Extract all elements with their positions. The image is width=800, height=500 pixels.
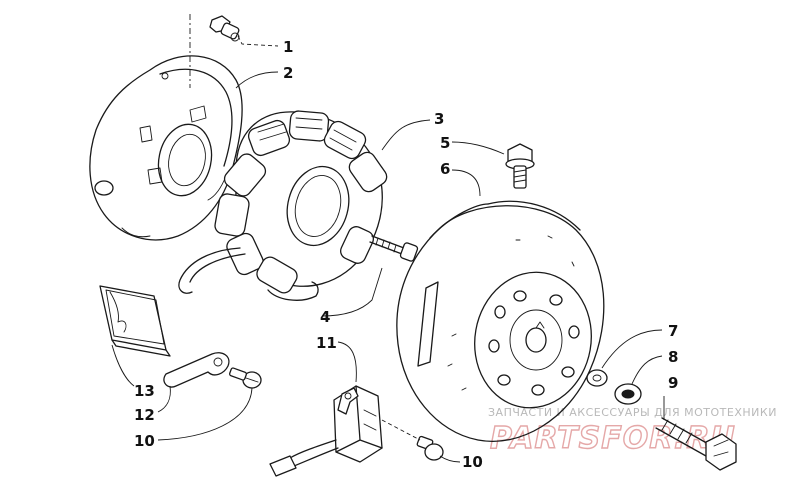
watermark-subtitle: ЗАПЧАСТИ И АКСЕССУАРЫ ДЛЯ МОТОТЕХНИКИ <box>488 406 777 419</box>
part-13-gasket <box>99 285 171 357</box>
watermark-logo: PARTSFOR.RU <box>490 421 736 456</box>
callout-9: 9 <box>668 374 678 392</box>
part-7-washer <box>586 369 608 387</box>
part-2-cover <box>89 55 243 241</box>
part-9-bolt <box>655 417 737 471</box>
callout-6: 6 <box>440 160 450 178</box>
callout-12: 12 <box>134 406 155 424</box>
callout-4: 4 <box>320 308 330 326</box>
callout-2: 2 <box>283 64 293 82</box>
part-10-screw-right <box>416 435 444 461</box>
watermark: ЗАПЧАСТИ И АКСЕССУАРЫ ДЛЯ МОТОТЕХНИКИ PA… <box>488 406 777 457</box>
part-10-screw-left <box>229 367 262 389</box>
callout-8: 8 <box>668 348 678 366</box>
callout-labels: 1 2 3 4 5 6 7 8 9 11 13 12 10 10 <box>134 38 678 471</box>
part-1-bolt <box>209 15 240 42</box>
part-8-lock-washer <box>614 383 642 405</box>
callout-10-right: 10 <box>462 453 483 471</box>
leader-lines <box>111 14 665 463</box>
callout-10-left: 10 <box>134 432 155 450</box>
part-5-bolt <box>505 143 535 189</box>
part-11-pulse-coil <box>269 385 383 477</box>
callout-13: 13 <box>134 382 155 400</box>
part-3-stator <box>178 110 388 301</box>
part-12-clamp <box>163 352 230 388</box>
callout-7: 7 <box>668 322 678 340</box>
callout-1: 1 <box>283 38 293 56</box>
callout-11: 11 <box>316 334 337 352</box>
part-6-flywheel <box>396 200 605 442</box>
part-4-screw <box>369 235 419 262</box>
callout-5: 5 <box>440 134 450 152</box>
callout-3: 3 <box>434 110 444 128</box>
